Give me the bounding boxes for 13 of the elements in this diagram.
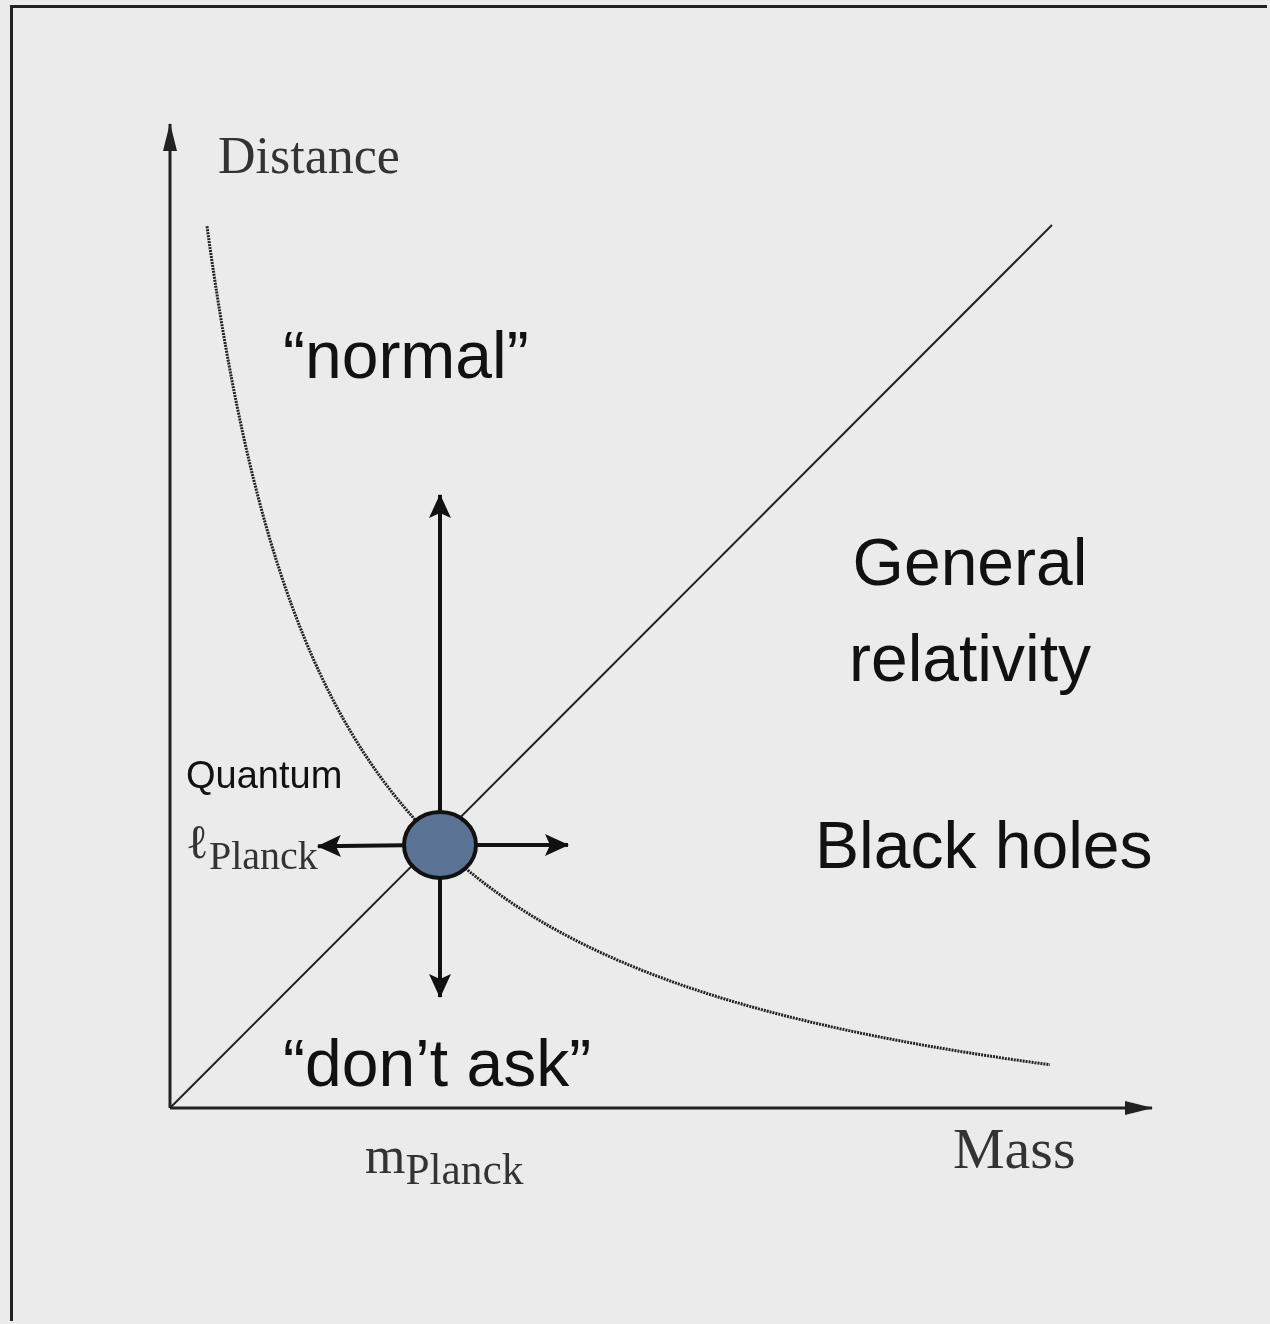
arrow — [476, 834, 569, 856]
region-label: General relativity — [847, 524, 1093, 697]
axis-title: Distance — [218, 130, 400, 182]
region-label: “normal” — [283, 322, 529, 388]
arrow — [429, 494, 451, 812]
axis-tick-label: m$_{Planck}$ — [365, 1130, 524, 1192]
arrow — [429, 878, 451, 998]
circle-node — [402, 810, 478, 880]
axis-title: Mass — [953, 1120, 1076, 1178]
axis-tick-label: ℓ$_{Planck}$ — [186, 818, 318, 876]
region-label: Black holes — [815, 812, 1153, 878]
region-label: Quantum — [186, 756, 343, 794]
region-label: “don’t ask” — [283, 1030, 592, 1096]
